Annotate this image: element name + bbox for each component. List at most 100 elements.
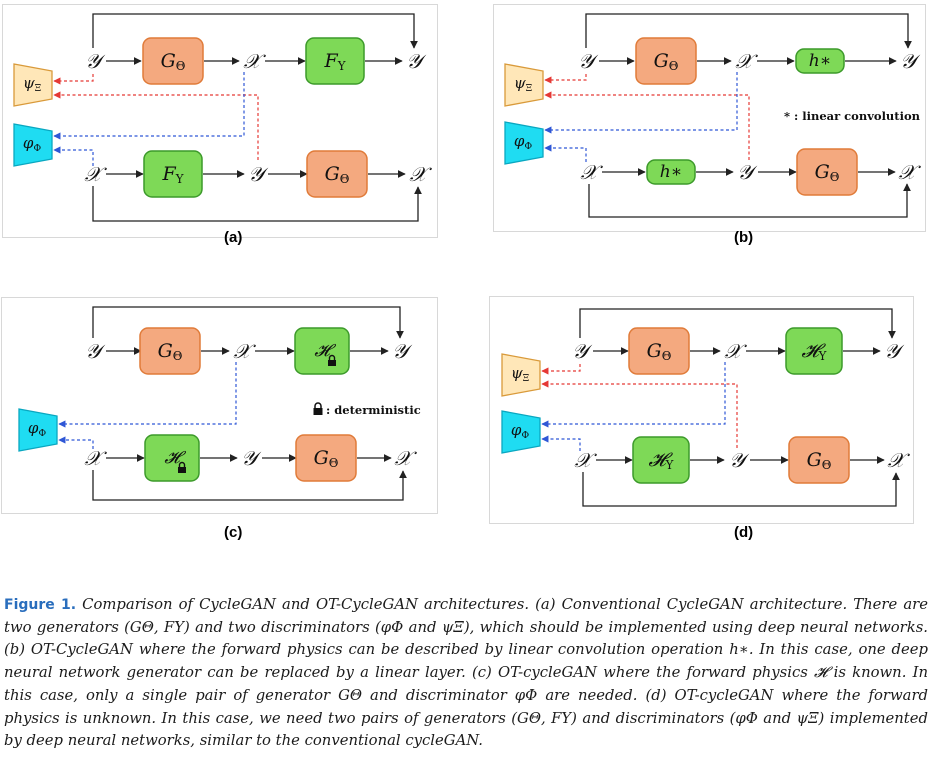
- b-red-dash-y: [544, 74, 587, 84]
- d-top-y-out: 𝒴: [884, 339, 905, 363]
- b-top-x-mid: 𝒳: [735, 49, 758, 73]
- c-deterministic-note: : deterministic: [326, 403, 421, 417]
- b-psi-discriminator-label: ψΞ: [514, 74, 532, 94]
- b-phi-discriminator-label: φΦ: [514, 132, 533, 152]
- c-bottom-loop-arrow: [92, 470, 407, 501]
- a-top-y-out: 𝒴: [406, 49, 427, 73]
- c-note-lock-icon: [313, 408, 323, 415]
- c-top-h-box-lock-shackle: [328, 354, 336, 360]
- panel-a-label: (a): [224, 229, 243, 246]
- d-bottom-g-box-label: GΘ: [807, 449, 832, 472]
- c-bottom-g-box-label: GΘ: [314, 447, 339, 470]
- b-top-g-box: [635, 37, 697, 85]
- c-bottom-y-mid: 𝒴: [241, 446, 262, 470]
- c-phi-discriminator: [18, 408, 58, 452]
- c-top-g-box: [139, 327, 201, 375]
- c-bottom-g-box: [295, 434, 357, 482]
- d-red-dash-y: [541, 364, 581, 375]
- a-red-dash-y: [53, 74, 94, 85]
- d-top-g-box: [628, 327, 690, 375]
- b-blue-dash-x: [544, 72, 738, 134]
- b-bottom-x-out: 𝒳: [898, 160, 921, 184]
- a-bottom-g-box: [306, 150, 368, 198]
- b-top-g-box-label: GΘ: [654, 50, 679, 73]
- b-bottom-x-in: 𝒳: [580, 160, 603, 184]
- a-top-loop-arrow: [92, 13, 418, 49]
- d-phi-discriminator: [501, 410, 541, 454]
- d-blue-dash-x: [541, 362, 726, 428]
- b-top-y-out: 𝒴: [900, 49, 921, 73]
- d-phi-discriminator-label: φΦ: [511, 421, 530, 441]
- d-psi-discriminator: [501, 353, 541, 397]
- b-bottom-loop-arrow: [588, 183, 911, 218]
- c-top-loop-arrow: [92, 306, 404, 339]
- a-bottom-f-box-label: FΥ: [162, 163, 184, 186]
- c-top-h-box-lock-icon: [328, 360, 336, 366]
- panel-b-label: (b): [734, 229, 754, 246]
- a-bottom-x-out: 𝒳: [409, 162, 432, 186]
- c-blue-dash-x2: [58, 436, 94, 449]
- b-phi-discriminator: [504, 121, 544, 165]
- a-phi-discriminator: [13, 123, 53, 167]
- panel-d-label: (d): [734, 524, 754, 541]
- d-psi-discriminator-label: ψΞ: [511, 364, 529, 384]
- b-blue-dash-x2: [544, 144, 587, 162]
- b-psi-discriminator: [504, 63, 544, 107]
- d-top-loop-arrow: [579, 308, 896, 339]
- figure-label: Figure 1.: [4, 597, 77, 613]
- a-top-g-box: [142, 37, 204, 85]
- b-red-dash-y2: [544, 91, 750, 160]
- a-bottom-f-box: [143, 150, 203, 198]
- a-top-x-mid: 𝒳: [243, 49, 266, 73]
- caption-text: Comparison of CycleGAN and OT-CycleGAN a…: [4, 596, 928, 750]
- b-top-loop-arrow: [585, 13, 912, 49]
- d-blue-dash-x2: [541, 435, 581, 451]
- a-psi-discriminator: [13, 63, 53, 107]
- c-bottom-x-out: 𝒳: [394, 446, 417, 470]
- c-bottom-x-in: 𝒳: [84, 446, 107, 470]
- panel-a: [2, 4, 438, 238]
- c-phi-discriminator-label: φΦ: [28, 419, 47, 439]
- c-top-y-in: 𝒴: [85, 339, 106, 363]
- panel-c: [1, 297, 438, 514]
- a-phi-discriminator-label: φΦ: [23, 134, 42, 154]
- c-top-g-box-label: GΘ: [158, 340, 183, 363]
- c-blue-dash-x: [58, 362, 237, 428]
- figure-caption: Figure 1. Comparison of CycleGAN and OT-…: [4, 594, 928, 753]
- c-note-lock-shackle: [314, 402, 322, 408]
- d-top-g-box-label: GΘ: [647, 340, 672, 363]
- panel-c-label: (c): [224, 524, 243, 541]
- d-top-y-in: 𝒴: [572, 339, 593, 363]
- d-bottom-x-out: 𝒳: [887, 448, 910, 472]
- a-red-dash-y2: [53, 91, 259, 160]
- b-linear-convolution-note: * : linear convolution: [784, 109, 921, 123]
- b-bottom-h-box-label: h∗: [660, 162, 683, 182]
- b-bottom-y-mid: 𝒴: [737, 160, 758, 184]
- b-top-h-box: [795, 48, 845, 74]
- a-psi-discriminator-label: ψΞ: [23, 74, 41, 94]
- a-bottom-y-mid: 𝒴: [248, 162, 269, 186]
- a-top-f-box: [305, 37, 365, 85]
- c-bottom-h-box-lock-icon: [178, 467, 186, 473]
- d-bottom-y-mid: 𝒴: [729, 448, 750, 472]
- b-bottom-h-box: [646, 159, 696, 185]
- a-bottom-loop-arrow: [92, 186, 422, 222]
- d-top-h-box: [785, 327, 843, 375]
- c-top-y-out: 𝒴: [392, 339, 413, 363]
- d-bottom-g-box: [788, 436, 850, 484]
- panel-d: [489, 296, 914, 524]
- a-top-f-box-label: FΥ: [324, 50, 346, 73]
- d-bottom-loop-arrow: [582, 472, 900, 507]
- b-bottom-g-box-label: GΘ: [815, 161, 840, 184]
- d-top-x-mid: 𝒳: [724, 339, 747, 363]
- b-top-y-in: 𝒴: [578, 49, 599, 73]
- a-bottom-x-in: 𝒳: [84, 162, 107, 186]
- d-red-dash-y2: [541, 380, 738, 448]
- d-bottom-h-box: [632, 436, 690, 484]
- b-bottom-g-box: [796, 148, 858, 196]
- c-bottom-h-box-lock-shackle: [178, 461, 186, 467]
- b-top-h-box-label: h∗: [809, 51, 832, 71]
- c-top-x-mid: 𝒳: [233, 339, 256, 363]
- d-bottom-x-in: 𝒳: [574, 448, 597, 472]
